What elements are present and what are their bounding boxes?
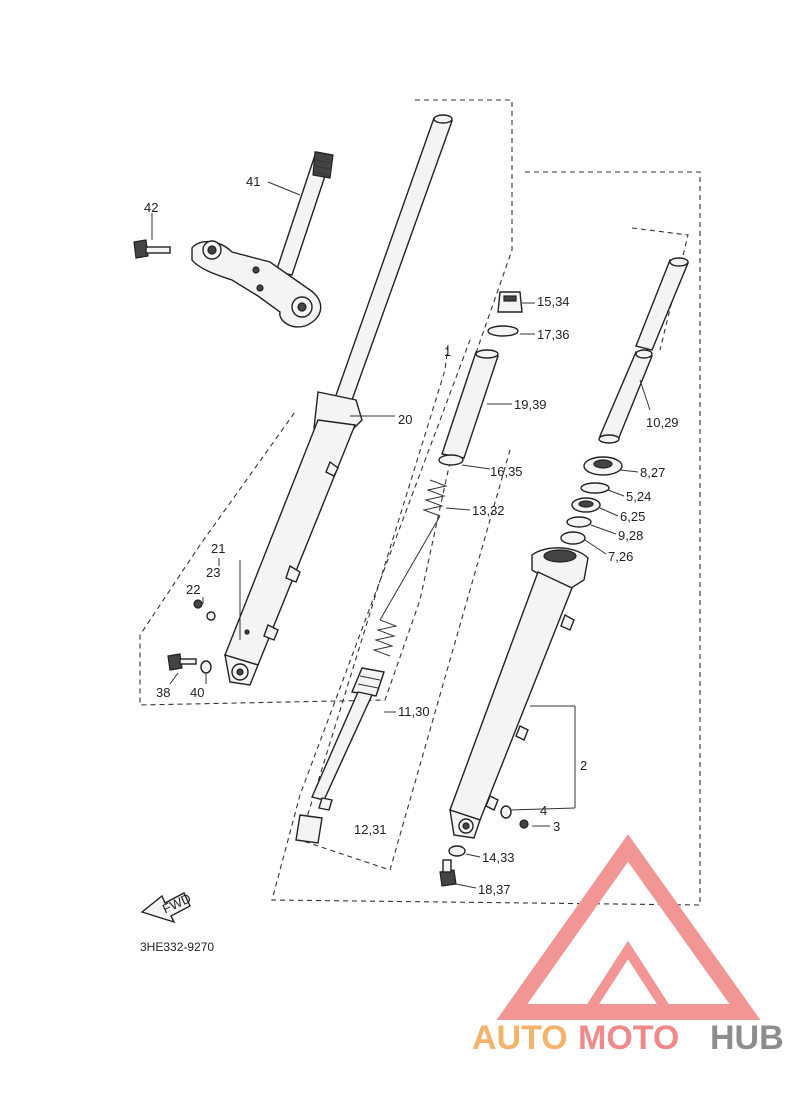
label-41: 41 bbox=[246, 174, 260, 189]
slide-metal bbox=[560, 531, 586, 545]
clip bbox=[580, 482, 610, 494]
label-5-24: 5,24 bbox=[626, 489, 651, 504]
label-23: 23 bbox=[206, 565, 220, 580]
oil-lock-piece bbox=[295, 814, 323, 844]
label-6-25: 6,25 bbox=[620, 509, 645, 524]
bolt-3 bbox=[519, 819, 529, 829]
label-7-26: 7,26 bbox=[608, 549, 633, 564]
spacer-collar bbox=[441, 349, 499, 459]
spring-seat bbox=[438, 454, 464, 466]
dust-seal bbox=[571, 497, 601, 513]
left-fork-assembly bbox=[224, 114, 453, 686]
label-42: 42 bbox=[144, 200, 158, 215]
washer-40 bbox=[200, 660, 212, 674]
inner-tube bbox=[598, 257, 689, 444]
logo-text-moto: MOTO bbox=[578, 1019, 679, 1057]
label-1: 1 bbox=[444, 344, 451, 359]
label-38: 38 bbox=[156, 685, 170, 700]
fork-spring bbox=[372, 479, 448, 657]
right-outer-tube bbox=[449, 547, 589, 839]
damper-rod bbox=[311, 667, 385, 811]
label-16-35: 16,35 bbox=[490, 464, 523, 479]
label-20: 20 bbox=[398, 412, 412, 427]
label-21: 21 bbox=[211, 541, 225, 556]
bolt-42 bbox=[133, 239, 171, 259]
group-boundary-outer-tube bbox=[139, 99, 513, 706]
label-2: 2 bbox=[580, 758, 587, 773]
group-boundary-inner-tube bbox=[271, 171, 701, 906]
o-ring bbox=[487, 325, 519, 337]
cap-bolt bbox=[497, 291, 523, 313]
label-8-27: 8,27 bbox=[640, 465, 665, 480]
label-10-29: 10,29 bbox=[646, 415, 679, 430]
label-14-33: 14,33 bbox=[482, 850, 515, 865]
label-19-39: 19,39 bbox=[514, 397, 547, 412]
label-11-30: 11,30 bbox=[398, 704, 430, 719]
logo-text-hub: HUB bbox=[710, 1019, 784, 1057]
label-22: 22 bbox=[186, 582, 200, 597]
label-12-31: 12,31 bbox=[354, 822, 387, 837]
steering-stem bbox=[275, 151, 334, 276]
group-boundary-slide-bushing bbox=[631, 227, 689, 351]
label-17-36: 17,36 bbox=[537, 327, 570, 342]
part-labels: 41 42 15,34 17,36 1 19,39 10,29 20 16,35… bbox=[144, 174, 679, 897]
label-18-37: 18,37 bbox=[478, 882, 511, 897]
washer-4 bbox=[500, 805, 512, 819]
washer-9-28 bbox=[566, 516, 592, 528]
logo-text-auto: AUTO bbox=[472, 1019, 568, 1057]
label-4: 4 bbox=[540, 803, 547, 818]
bolt-38 bbox=[167, 653, 197, 671]
diagram-code: 3HE332-9270 bbox=[140, 940, 214, 954]
automotohub-logo: AUTO MOTO HUB bbox=[472, 834, 784, 1057]
label-15-34: 15,34 bbox=[537, 294, 570, 309]
drain-bolt bbox=[439, 859, 457, 887]
forward-arrow-icon bbox=[140, 892, 191, 924]
label-13-32: 13,32 bbox=[472, 503, 505, 518]
label-40: 40 bbox=[190, 685, 204, 700]
leader-lines bbox=[151, 181, 651, 889]
bleed-screw-22 bbox=[193, 599, 216, 621]
copper-washer bbox=[448, 845, 466, 857]
under-bracket bbox=[191, 240, 322, 328]
oil-seal bbox=[583, 456, 623, 476]
label-3: 3 bbox=[553, 819, 560, 834]
label-9-28: 9,28 bbox=[618, 528, 643, 543]
